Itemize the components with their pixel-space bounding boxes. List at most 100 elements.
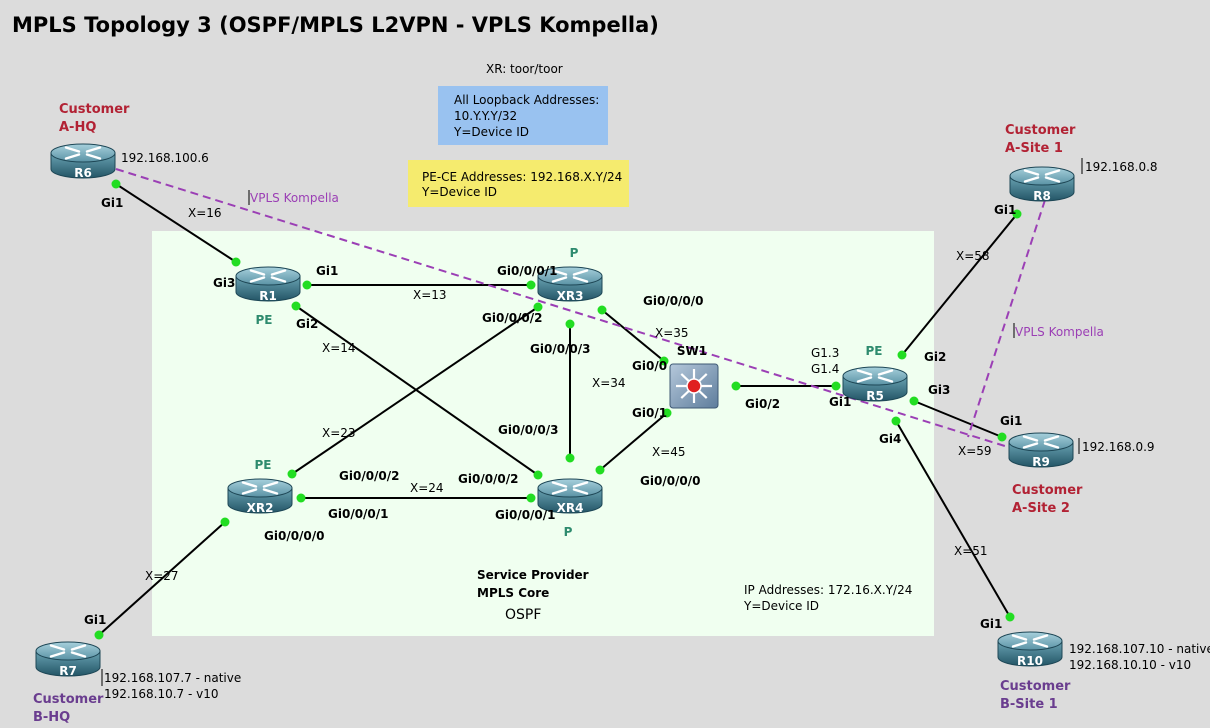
- subinterface-label: G1.3: [811, 346, 839, 360]
- router-arrow: [551, 269, 568, 276]
- router-icon-top: [842, 366, 908, 386]
- interface-label: Gi0/0/0/0: [640, 474, 701, 488]
- router-arrow: [262, 481, 279, 488]
- device-role: PE: [866, 344, 883, 358]
- link-xr4-sw1: [599, 412, 668, 471]
- port-dot: [565, 453, 575, 463]
- router-xr4[interactable]: XR4: [537, 478, 603, 515]
- router-arrow: [49, 651, 66, 658]
- pe-ce-note-box: [408, 160, 629, 207]
- router-icon-top: [35, 641, 101, 661]
- switch-sw1[interactable]: SW1: [669, 344, 719, 409]
- router-arrow: [572, 269, 589, 276]
- router-arrow: [572, 488, 589, 495]
- xr-login-note: XR: toor/toor: [486, 62, 563, 76]
- device-address: 192.168.107.10 - native: [1069, 642, 1210, 656]
- router-arrow: [241, 488, 258, 495]
- interface-label: Gi0/0/0/3: [530, 342, 591, 356]
- router-r8[interactable]: R8: [1009, 166, 1075, 203]
- router-arrow: [270, 276, 287, 283]
- router-r10[interactable]: R10: [997, 631, 1063, 668]
- vpls-label: VPLS Kompella: [1015, 325, 1104, 339]
- port-dot: [909, 396, 919, 406]
- router-xr3[interactable]: XR3: [537, 266, 603, 303]
- port-dot: [891, 416, 901, 426]
- link-label: X=34: [592, 376, 626, 390]
- router-arrow: [551, 276, 568, 283]
- device-name: R1: [259, 289, 277, 303]
- router-icon-top: [997, 631, 1063, 651]
- interface-label: Gi1: [101, 196, 123, 210]
- loopback-note-line-2: 10.Y.Y.Y/32: [454, 109, 517, 123]
- router-arrow: [1043, 435, 1060, 442]
- router-arrow: [551, 488, 568, 495]
- device-role: P: [564, 525, 573, 539]
- router-r6[interactable]: R6: [50, 143, 116, 180]
- device-address: 192.168.10.10 - v10: [1069, 658, 1191, 672]
- interface-label: Gi1: [316, 264, 338, 278]
- port-dot: [597, 305, 607, 315]
- interface-label: Gi0/2: [745, 397, 780, 411]
- router-arrow: [1023, 169, 1040, 176]
- device-name: SW1: [677, 344, 707, 358]
- router-xr2[interactable]: XR2: [227, 478, 293, 515]
- port-dot: [997, 432, 1007, 442]
- port-dot: [659, 356, 669, 366]
- router-icon-top: [1009, 166, 1075, 186]
- router-r1[interactable]: R1: [235, 266, 301, 303]
- interface-label: Gi1: [829, 395, 851, 409]
- interface-label: Gi3: [928, 383, 950, 397]
- interface-label: Gi2: [924, 350, 946, 364]
- device-name: R9: [1032, 455, 1050, 469]
- router-arrow: [64, 153, 81, 160]
- device-role: PE: [255, 458, 272, 472]
- router-r5[interactable]: R5: [842, 366, 908, 403]
- port-dot: [897, 350, 907, 360]
- interface-label: Gi1: [994, 203, 1016, 217]
- ip-addresses-note-2: Y=Device ID: [743, 599, 819, 613]
- router-arrow: [262, 488, 279, 495]
- router-arrow: [1044, 169, 1061, 176]
- router-arrow: [1032, 634, 1049, 641]
- device-name: R7: [59, 664, 77, 678]
- router-icon-top: [50, 143, 116, 163]
- port-dot: [220, 517, 230, 527]
- vpls-pseudowire: [967, 199, 1046, 438]
- customer-label: B-Site 1: [1000, 697, 1058, 712]
- router-arrow: [1023, 176, 1040, 183]
- link-label: X=45: [652, 445, 686, 459]
- router-arrow: [1011, 641, 1028, 648]
- router-arrow: [85, 146, 102, 153]
- port-dot: [731, 381, 741, 391]
- router-icon-top: [537, 478, 603, 498]
- router-r9[interactable]: R9: [1008, 432, 1074, 469]
- interface-label: Gi0/0/0/0: [264, 529, 325, 543]
- link-label: X=14: [322, 341, 356, 355]
- router-r7[interactable]: R7: [35, 641, 101, 678]
- port-dot: [302, 280, 312, 290]
- port-dot: [533, 302, 543, 312]
- interface-label: Gi1: [84, 613, 106, 627]
- interface-label: Gi0/0/0/3: [498, 423, 559, 437]
- router-arrow: [49, 644, 66, 651]
- router-arrow: [856, 376, 873, 383]
- router-arrow: [572, 276, 589, 283]
- interface-label: Gi4: [879, 432, 901, 446]
- interface-label: Gi0/0/0/1: [328, 507, 389, 521]
- link-label: X=16: [188, 206, 222, 220]
- igp-label: OSPF: [505, 607, 541, 623]
- sp-core-label-1: Service Provider: [477, 568, 589, 582]
- interface-label: Gi0/0: [632, 359, 667, 373]
- interface-label: Gi2: [296, 317, 318, 331]
- subinterface-label: G1.4: [811, 362, 839, 376]
- device-role: P: [570, 246, 579, 260]
- port-dot: [533, 470, 543, 480]
- router-arrow: [70, 644, 87, 651]
- router-arrow: [551, 481, 568, 488]
- link-label: X=24: [410, 481, 444, 495]
- device-name: R5: [866, 389, 884, 403]
- link-r1-xr4: [295, 305, 539, 476]
- device-name: R8: [1033, 189, 1051, 203]
- port-dot: [94, 630, 104, 640]
- vpls-label: VPLS Kompella: [250, 191, 339, 205]
